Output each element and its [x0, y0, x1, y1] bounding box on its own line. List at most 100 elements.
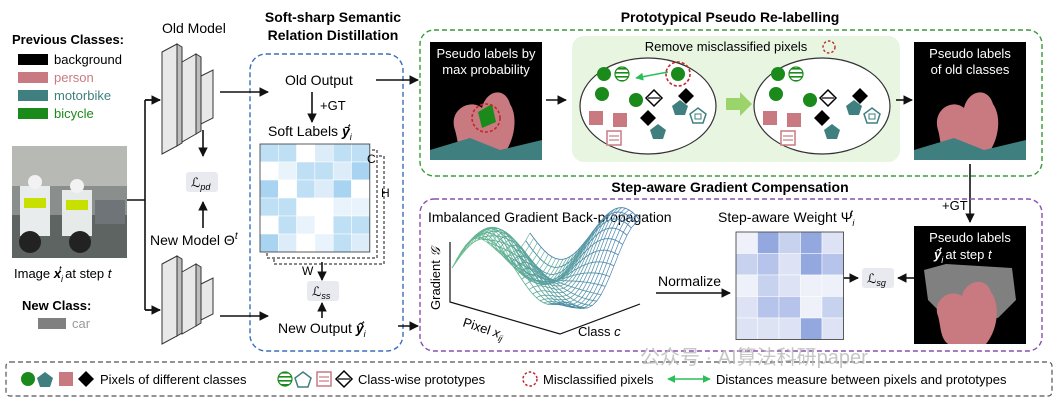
step-weight-grid	[735, 231, 844, 340]
class-point-icon	[814, 110, 830, 126]
grid-cell	[278, 233, 297, 253]
legend-swatch-bicycle	[18, 108, 48, 119]
new-class-legend: car	[38, 316, 91, 331]
class-point-icon	[771, 67, 785, 81]
loss-ss: ℒss	[312, 284, 331, 301]
grid-cell	[259, 197, 279, 217]
legend-swatch-person	[18, 72, 48, 83]
watermark-text: 公众号 · AI算法科研paper	[640, 346, 868, 369]
grid-cell	[259, 179, 279, 199]
grid-cell	[278, 197, 297, 217]
grid-cell	[296, 233, 316, 253]
grid-cell	[800, 253, 823, 276]
legend-label-car: car	[72, 316, 91, 331]
striped-pentagon-icon	[294, 371, 312, 388]
class-point-icon	[629, 93, 643, 107]
grid-cell	[314, 143, 334, 163]
grid-cell	[278, 215, 297, 235]
class-point-icon	[650, 124, 666, 139]
grid-cell	[757, 296, 780, 319]
dim-h-label: H	[381, 186, 390, 200]
grid-cell	[800, 231, 823, 254]
loss-sg-box	[862, 268, 894, 288]
grid-cell	[351, 179, 371, 199]
distance-arrow	[635, 71, 669, 81]
grid-cell	[821, 253, 844, 276]
grid-cell	[800, 317, 823, 340]
prototype-cluster-after	[753, 57, 891, 155]
grid-cell	[735, 253, 758, 276]
grid-cell	[296, 179, 316, 199]
image-caption: Image xit at step t	[14, 264, 113, 284]
dim-c-label: C	[367, 152, 376, 166]
grid-cell	[259, 161, 279, 181]
class-point-icon	[689, 107, 707, 124]
class-point-icon	[614, 66, 630, 82]
legend-label-motorbike: motorbike	[54, 88, 111, 103]
grid-cell	[332, 197, 352, 217]
grid-cell	[314, 233, 334, 253]
class-point-icon	[788, 66, 804, 82]
grid-cell	[778, 296, 801, 319]
axis-pixel-label: Pixel xij	[460, 315, 506, 345]
soft-label-grid	[259, 143, 371, 253]
class-point-icon	[640, 110, 656, 126]
grid-cell	[259, 215, 279, 235]
pseudo-max-image	[430, 42, 542, 160]
legend-label-background: background	[54, 52, 122, 67]
gradient-title: Step-aware Gradient Compensation	[611, 179, 848, 195]
old-output-label: Old Output	[285, 72, 353, 88]
teal-pentagon-icon	[37, 372, 53, 387]
plus-gt-label: +GT	[320, 98, 346, 113]
remove-misclassified-label: Remove misclassified pixels	[645, 39, 808, 54]
gradient-plus-gt: +GT	[942, 198, 968, 213]
grid-cell	[332, 215, 352, 235]
pseudo-step-line2: ŷit at step t	[933, 245, 993, 265]
pseudo-old-line2: of old classes	[931, 62, 1010, 77]
grid-cell	[757, 274, 780, 297]
class-point-icon	[852, 88, 868, 104]
misclassified-legend-icon	[522, 371, 538, 387]
distill-title-line1: Soft-sharp Semantic	[265, 9, 401, 25]
gradient-surface-plot	[449, 207, 641, 335]
dim-w-label: W	[302, 264, 314, 278]
grid-cell	[278, 179, 297, 199]
grid-cell	[778, 231, 801, 254]
pseudo-step-line1: Pseudo labels	[929, 230, 1011, 245]
grid-cell	[351, 233, 371, 253]
class-point-icon	[589, 111, 603, 125]
grid-cell	[735, 317, 758, 340]
grid-cell	[800, 296, 823, 319]
bottom-legend-box	[5, 361, 1053, 397]
grid-cell	[314, 179, 334, 199]
grid-cell	[821, 231, 844, 254]
grid-cell	[296, 143, 316, 163]
pink-square-icon	[59, 372, 73, 386]
normalize-label: Normalize	[658, 273, 721, 289]
input-branch-connector	[127, 99, 160, 311]
black-diamond-icon	[78, 371, 94, 387]
grid-cell	[351, 215, 371, 235]
grid-cell	[278, 143, 297, 163]
refine-arrow-icon	[726, 92, 752, 116]
new-model-label: New Model Θt	[150, 231, 239, 248]
class-point-icon	[846, 100, 862, 115]
grid-cell	[296, 215, 316, 235]
grid-cell	[314, 197, 334, 217]
imbalanced-label: Imbalanced Gradient Back-propagation	[428, 209, 672, 225]
soft-labels-label: Soft Labels ȳit	[268, 122, 353, 142]
grid-cell	[757, 317, 780, 340]
misclassified-circle-icon	[665, 61, 691, 87]
legend-distances-text: Distances measure between pixels and pro…	[716, 372, 1007, 387]
grid-cell	[332, 233, 352, 253]
class-point-icon	[780, 130, 796, 146]
class-point-icon	[613, 113, 627, 127]
grid-cell	[332, 143, 352, 163]
grid-cell	[259, 143, 279, 163]
class-point-icon	[678, 88, 694, 104]
grid-cell	[296, 197, 316, 217]
class-point-icon	[671, 67, 685, 81]
grid-cell	[821, 296, 844, 319]
legend-misclassified-text: Misclassified pixels	[543, 372, 654, 387]
